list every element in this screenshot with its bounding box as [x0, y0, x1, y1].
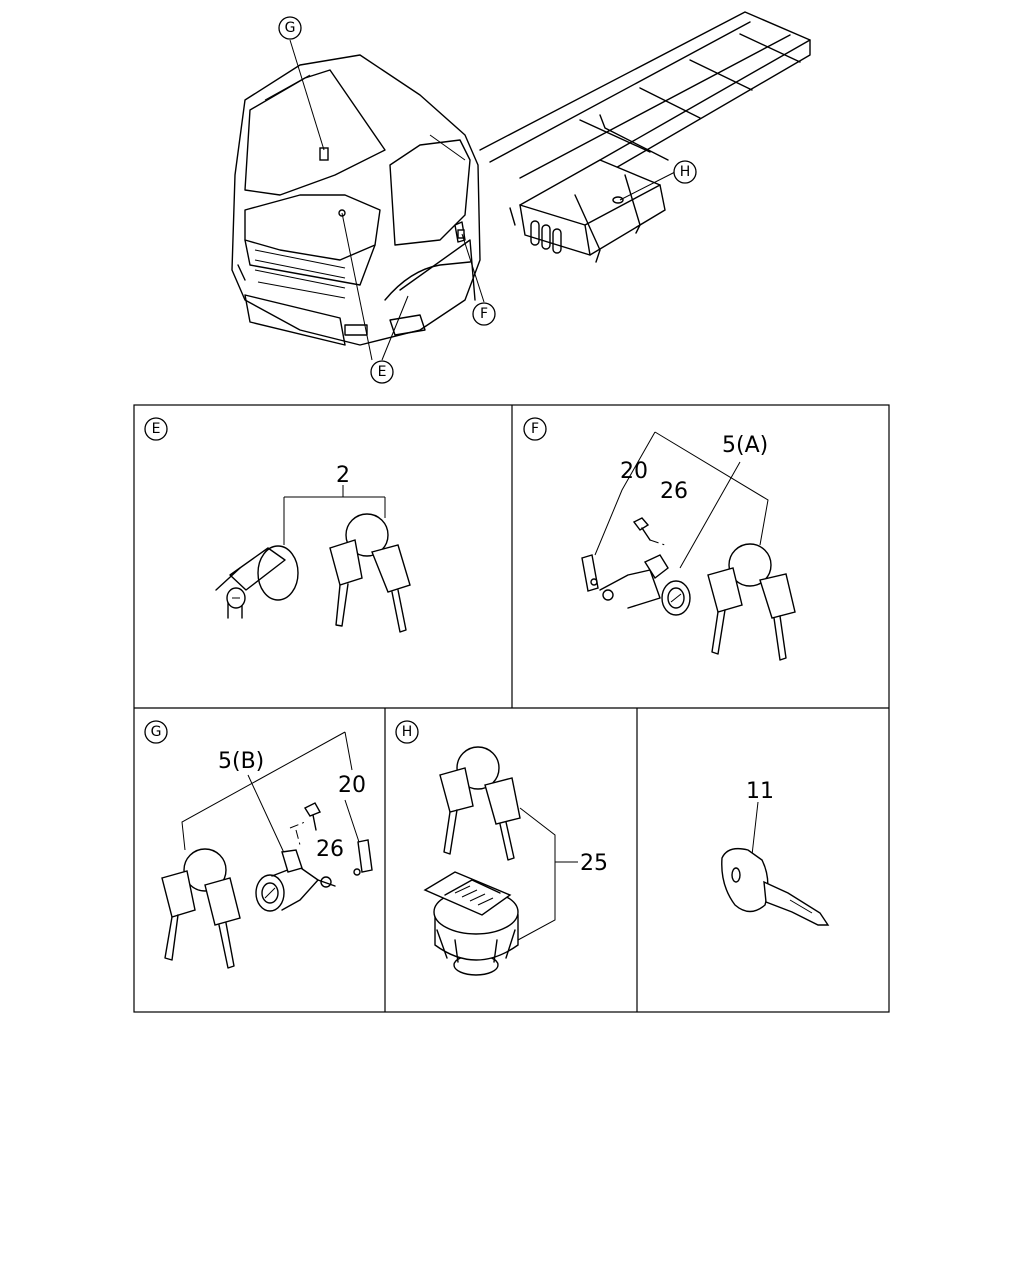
callout-h-label: H [680, 164, 691, 180]
part-26-label-g: 26 [316, 837, 344, 862]
callout-f-label: F [480, 306, 488, 322]
panel-h: H 25 [395, 720, 608, 976]
door-lock-cylinder-g [255, 849, 336, 912]
retainer-20-f [581, 554, 599, 592]
truck-overview [231, 11, 811, 361]
key-set-e [329, 513, 411, 633]
part-5a-label: 5(A) [722, 433, 768, 458]
callout-g-label: G [285, 20, 296, 36]
panel-e-tag: E [152, 421, 161, 437]
panel-f-tag: F [531, 421, 539, 437]
retainer-20-g [353, 839, 373, 876]
key-set-h [439, 746, 521, 861]
hood-lock-cylinder [215, 545, 299, 619]
part-20-label-g: 20 [338, 773, 366, 798]
bolt-26-g [303, 802, 321, 831]
panel-g-tag: G [151, 724, 162, 740]
panel-g: G 5(B) 20 26 [144, 720, 373, 969]
key-set-f [707, 543, 796, 661]
cab [231, 54, 481, 346]
part-25-label: 25 [580, 851, 608, 876]
part-5b-label: 5(B) [218, 749, 264, 774]
door-lock-cylinder-f [599, 554, 691, 616]
bolt-26-f [632, 517, 651, 541]
panel-key-11: 11 [721, 779, 830, 926]
callout-e-label: E [378, 364, 387, 380]
callout-h: H [673, 160, 697, 184]
panel-f: F 20 26 5(A) [523, 417, 796, 661]
panel-frames [133, 404, 890, 1013]
part-11-label: 11 [746, 779, 774, 804]
part-26-label-f: 26 [660, 479, 688, 504]
blank-key-11 [721, 847, 830, 926]
key-set-g [161, 848, 241, 969]
part-2-label: 2 [336, 463, 350, 488]
panel-h-tag: H [402, 724, 413, 740]
fuel-cap [423, 871, 519, 976]
panel-e: E 2 [144, 417, 411, 633]
callout-g: G [278, 16, 302, 40]
callout-f: F [472, 302, 496, 326]
part-20-label-f: 20 [620, 459, 648, 484]
fuel-tank [509, 159, 666, 263]
callout-e: E [370, 360, 394, 384]
